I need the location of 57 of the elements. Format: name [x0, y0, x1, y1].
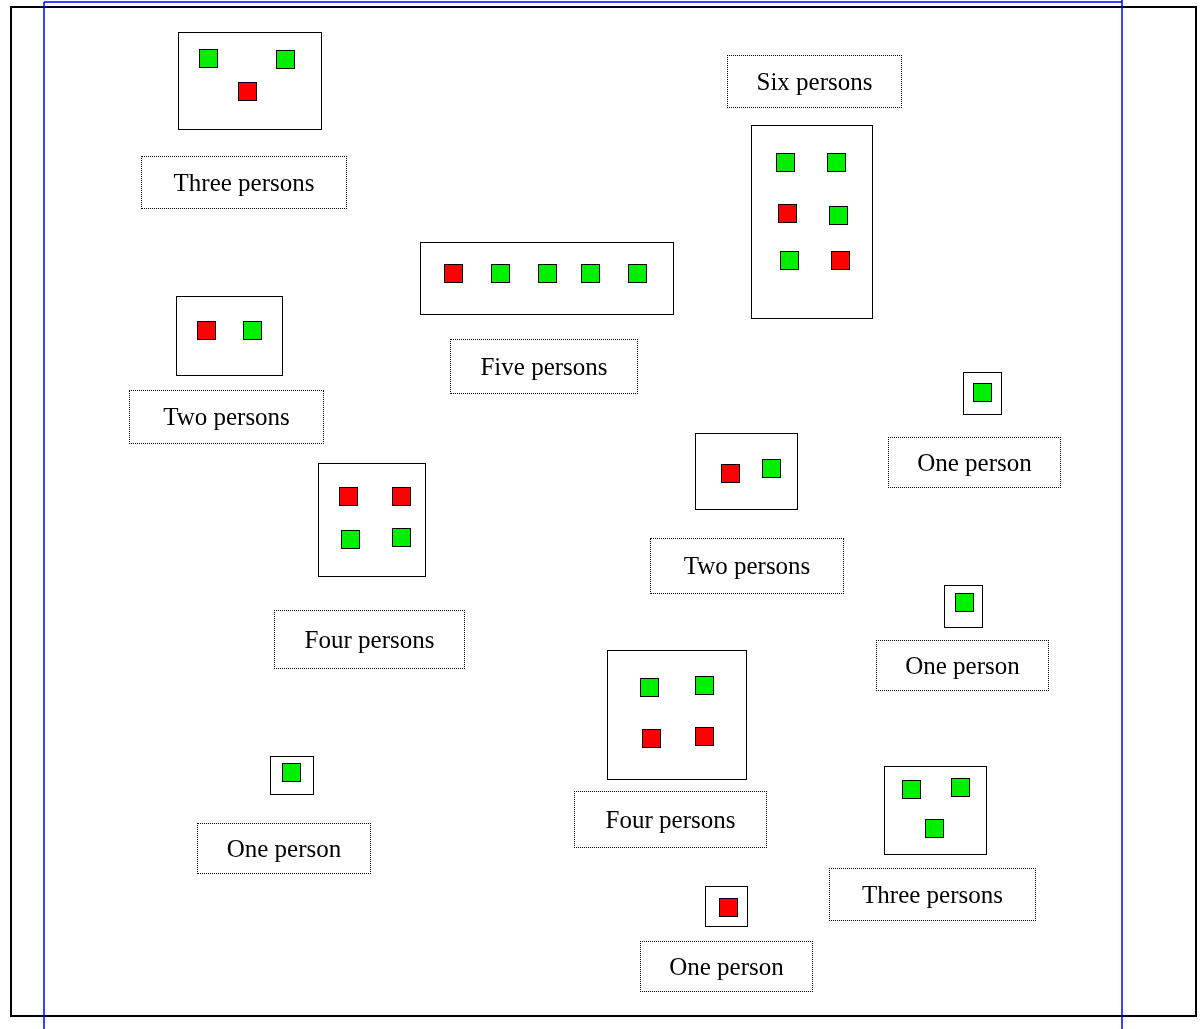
caption-box: Three persons [829, 868, 1036, 921]
person-marker [777, 203, 797, 223]
person-marker [340, 529, 360, 549]
person-marker [580, 263, 600, 283]
caption-box: Four persons [574, 791, 767, 848]
person-marker [391, 486, 411, 506]
group-frame [963, 372, 1002, 415]
person-marker [338, 486, 358, 506]
person-marker [830, 250, 850, 270]
person-marker [972, 382, 992, 402]
person-marker [694, 726, 714, 746]
group-frame [178, 32, 322, 130]
person-marker [443, 263, 463, 283]
group-frame [705, 886, 748, 927]
caption-box: Two persons [129, 390, 324, 444]
group-frame [318, 463, 426, 577]
person-marker [761, 458, 781, 478]
person-marker [237, 81, 257, 101]
person-marker [694, 675, 714, 695]
person-marker [828, 205, 848, 225]
caption-box: Six persons [727, 55, 902, 108]
group-frame [751, 125, 873, 319]
person-marker [718, 897, 738, 917]
person-marker [281, 762, 301, 782]
caption-box: One person [888, 437, 1061, 488]
person-marker [901, 779, 921, 799]
person-marker [924, 818, 944, 838]
caption-box: Three persons [141, 156, 347, 209]
caption-box: One person [876, 640, 1049, 691]
group-frame [270, 756, 314, 795]
person-marker [627, 263, 647, 283]
caption-box: One person [640, 941, 813, 992]
person-marker [641, 728, 661, 748]
caption-box: Two persons [650, 538, 844, 594]
person-marker [779, 250, 799, 270]
group-frame [607, 650, 747, 780]
person-marker [537, 263, 557, 283]
person-marker [826, 152, 846, 172]
group-frame [944, 585, 983, 628]
group-frame [176, 296, 283, 376]
group-frame [420, 242, 674, 315]
person-marker [775, 152, 795, 172]
person-marker [639, 677, 659, 697]
group-frame [695, 433, 798, 510]
person-marker [391, 527, 411, 547]
group-frame [884, 766, 987, 855]
person-marker [490, 263, 510, 283]
caption-box: Four persons [274, 610, 465, 669]
person-marker [950, 777, 970, 797]
person-marker [242, 320, 262, 340]
person-marker [954, 592, 974, 612]
person-marker [198, 48, 218, 68]
person-marker [196, 320, 216, 340]
person-marker [720, 463, 740, 483]
caption-box: Five persons [450, 339, 638, 394]
person-marker [275, 49, 295, 69]
caption-box: One person [197, 823, 371, 874]
